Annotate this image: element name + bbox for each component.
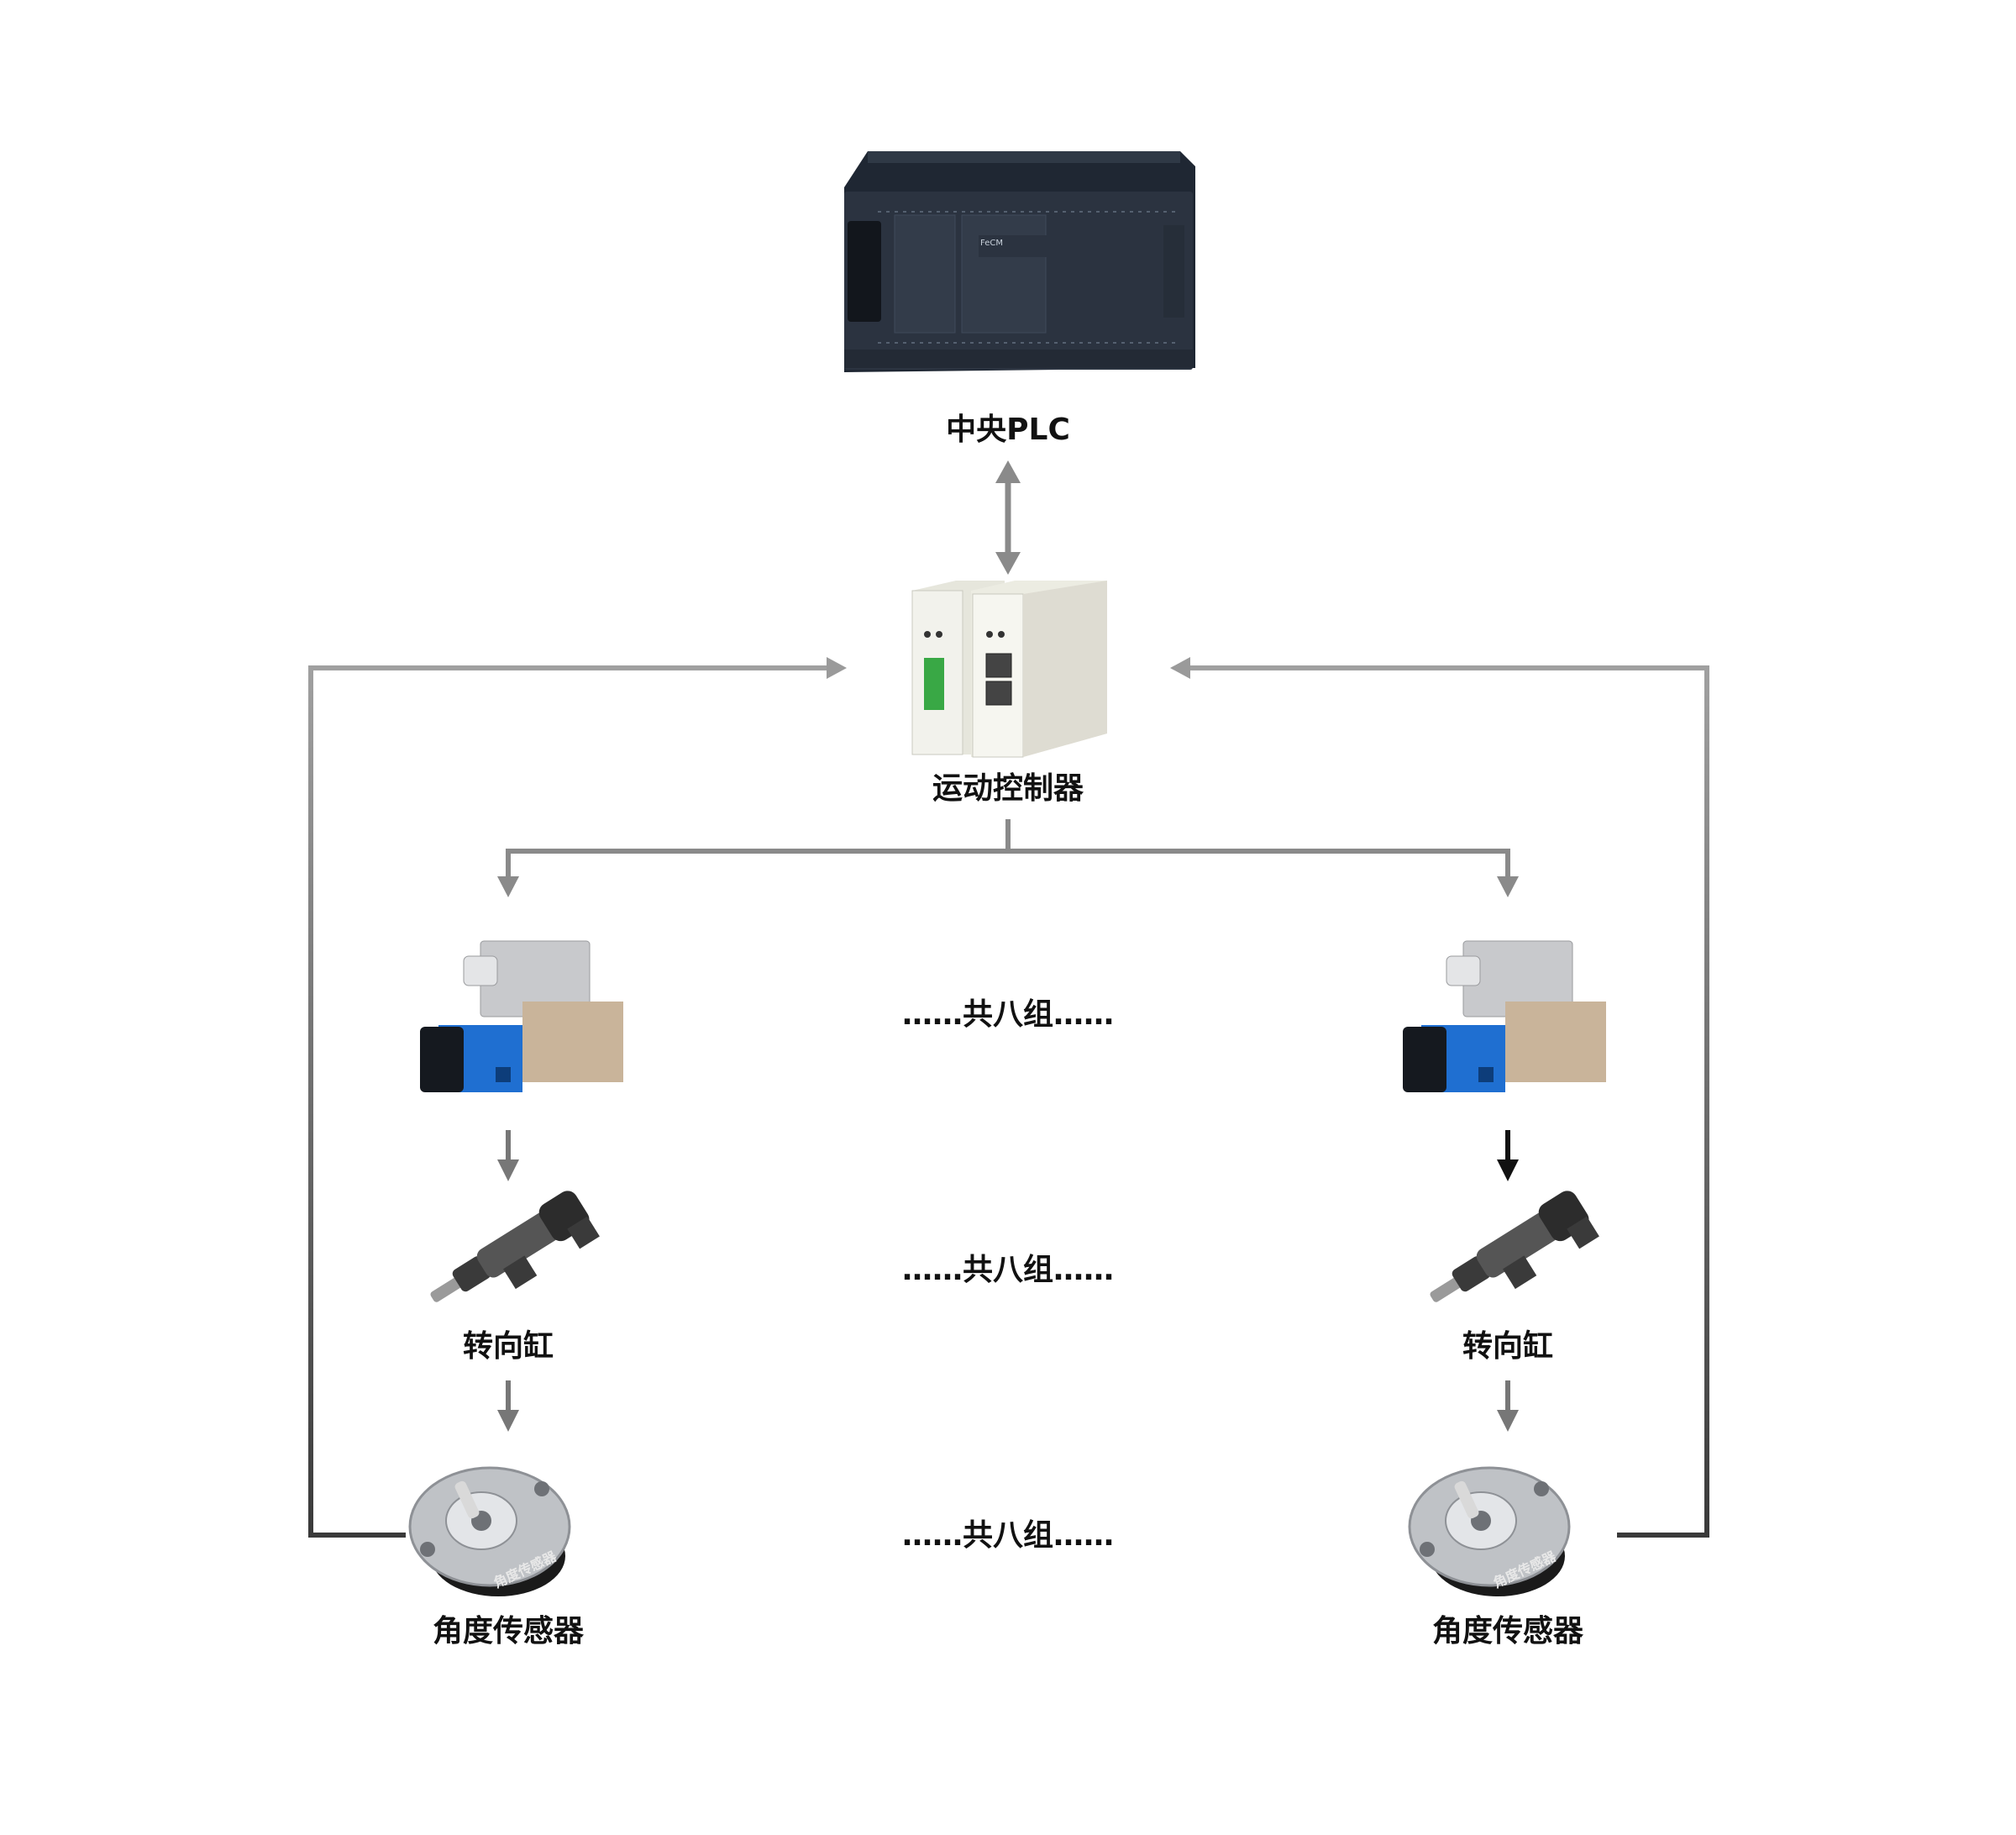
plc-label: 中央PLC <box>946 413 1070 447</box>
din-rail-controller-icon <box>911 581 1107 758</box>
right-chain-arrows <box>1497 1130 1519 1432</box>
cylinder-left-label: 转向缸 <box>462 1329 554 1364</box>
servo-valve-icon <box>1403 940 1606 1092</box>
plc-unit-icon: FeCM <box>844 151 1195 372</box>
feedback-loop-left <box>308 657 847 1538</box>
angle-sensor-icon: 角度传感器 <box>1408 1466 1571 1596</box>
group-note-valves: ……共八组…… <box>901 997 1115 1032</box>
group-note-cylinders: ……共八组…… <box>901 1253 1115 1287</box>
left-chain-arrows <box>497 1130 519 1432</box>
cylinder-right-label: 转向缸 <box>1462 1329 1554 1364</box>
plc-brand-text: FeCM <box>980 239 1003 248</box>
plc-controller-link <box>995 460 1021 575</box>
feedback-loop-right <box>1170 657 1709 1538</box>
angle-sensor-icon: 角度传感器 <box>408 1466 571 1596</box>
sensor-left-label: 角度传感器 <box>432 1614 585 1648</box>
hydraulic-cylinder-icon <box>1430 1191 1599 1302</box>
servo-valve-icon <box>420 940 623 1092</box>
controller-label: 运动控制器 <box>932 771 1084 806</box>
sensor-right-label: 角度传感器 <box>1431 1614 1584 1648</box>
group-note-sensors: ……共八组…… <box>901 1518 1115 1553</box>
controller-distribution-lines <box>497 819 1519 897</box>
hydraulic-cylinder-icon <box>430 1191 600 1302</box>
